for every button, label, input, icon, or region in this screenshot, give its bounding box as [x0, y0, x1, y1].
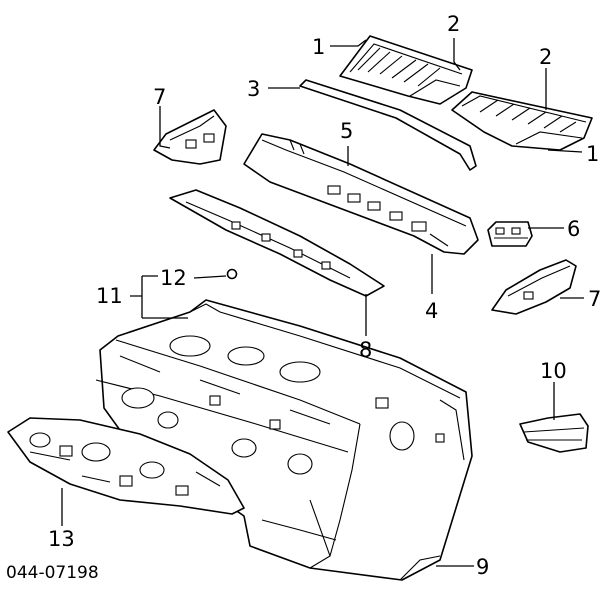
cowl-top-panel-left	[339, 35, 473, 105]
callout-12: 12	[160, 266, 187, 290]
callout-7-left: 7	[153, 85, 166, 109]
side-bracket	[519, 413, 589, 453]
clip	[226, 268, 238, 280]
cowl-lower-reinforcement	[169, 189, 385, 297]
callout-11: 11	[96, 284, 123, 308]
small-bracket	[487, 221, 533, 247]
bracket-right	[491, 259, 577, 315]
callout-1-left: 1	[312, 35, 325, 59]
dash-silencer-pad	[7, 417, 245, 515]
callout-6: 6	[567, 217, 580, 241]
callout-4: 4	[425, 299, 438, 323]
callout-7-right: 7	[588, 287, 601, 311]
callout-2-left: 2	[447, 12, 460, 36]
callout-9: 9	[476, 555, 489, 579]
drawing-code: 044-07198	[6, 563, 99, 583]
cowl-top-panel-right	[451, 91, 593, 151]
bracket-left	[153, 109, 227, 165]
callout-8: 8	[359, 338, 372, 362]
leader-lines	[61, 38, 584, 567]
cowl-upper-panel	[243, 133, 479, 255]
cowl-seal-strip	[299, 79, 477, 171]
callout-13: 13	[48, 527, 75, 551]
callout-5: 5	[340, 119, 353, 143]
callout-10: 10	[540, 359, 567, 383]
dash-panel-assembly	[95, 299, 473, 581]
callout-2-right: 2	[539, 45, 552, 69]
callout-3: 3	[247, 77, 260, 101]
callout-1-right: 1	[586, 142, 599, 166]
